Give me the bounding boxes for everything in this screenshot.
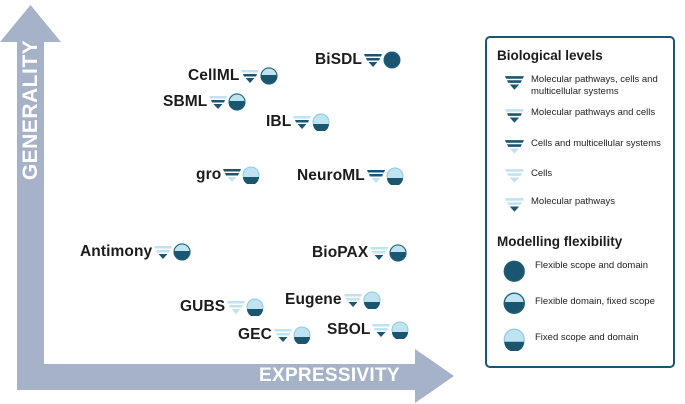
level-icon <box>505 140 524 154</box>
level-icon <box>227 301 246 314</box>
lang-name: SBOL <box>327 321 371 338</box>
lang-name: BiSDL <box>315 51 362 68</box>
flexibility-icon <box>293 326 311 344</box>
lang-eugene: Eugene <box>285 291 381 309</box>
lang-name: gro <box>196 166 222 183</box>
level-icon <box>223 169 242 182</box>
legend-level-label: Molecular pathways <box>531 196 615 207</box>
lang-name: Eugene <box>285 291 342 308</box>
lang-neuroml: NeuroML <box>297 167 404 185</box>
lang-sbml: SBML <box>163 93 246 111</box>
flexibility-icon <box>242 166 260 184</box>
flexibility-icon <box>173 243 191 261</box>
lang-name: SBML <box>163 93 208 110</box>
flexibility-icon <box>386 167 404 185</box>
flexibility-icon <box>312 113 330 131</box>
lang-name: Antimony <box>80 243 153 260</box>
legend-level-label: Cells and multicellular systems <box>531 138 661 149</box>
legend: Biological levels Molecular pathways, ce… <box>485 36 675 368</box>
lang-ibl: IBL <box>266 113 330 131</box>
lang-name: GUBS <box>180 298 226 315</box>
flexibility-icon <box>228 93 246 111</box>
legend-flex-label: Fixed scope and domain <box>535 332 639 343</box>
lang-name: NeuroML <box>297 167 365 184</box>
lang-antimony: Antimony <box>80 243 191 261</box>
level-icon <box>293 116 312 129</box>
level-icon <box>209 96 228 109</box>
legend-flex-label: Flexible scope and domain <box>535 260 649 271</box>
flexibility-icon <box>503 292 525 314</box>
level-icon <box>505 76 524 90</box>
flexibility-icon <box>389 244 407 262</box>
lang-gro: gro <box>196 166 260 184</box>
legend-flexibility-title: Modelling flexibility <box>497 234 623 249</box>
lang-sbol: SBOL <box>327 321 409 339</box>
flexibility-icon <box>503 260 525 282</box>
y-axis-label: GENERALITY <box>19 39 42 181</box>
x-axis-arrow <box>17 349 454 403</box>
lang-cellml: CellML <box>188 67 278 85</box>
lang-biopax: BioPAX <box>312 244 407 262</box>
level-icon <box>505 109 524 123</box>
lang-gec: GEC <box>238 326 311 344</box>
lang-bisdl: BiSDL <box>315 51 401 69</box>
flexibility-icon <box>260 67 278 85</box>
y-axis-arrow <box>0 5 61 390</box>
level-icon <box>370 247 389 260</box>
lang-name: CellML <box>188 67 240 84</box>
flexibility-icon <box>363 291 381 309</box>
flexibility-icon <box>246 298 264 316</box>
level-icon <box>505 169 524 183</box>
level-icon <box>372 324 391 337</box>
lang-name: BioPAX <box>312 244 369 261</box>
level-icon <box>241 70 260 83</box>
flexibility-icon <box>391 321 409 339</box>
lang-name: GEC <box>238 326 272 343</box>
lang-name: IBL <box>266 113 292 130</box>
flexibility-icon <box>503 328 525 352</box>
legend-flex-label: Flexible domain, fixed scope <box>535 296 655 307</box>
level-icon <box>505 198 524 212</box>
level-icon <box>366 170 385 183</box>
level-icon <box>364 54 382 67</box>
level-icon <box>343 294 362 307</box>
legend-level-label: Molecular pathways and cells <box>531 107 656 118</box>
x-axis-label: EXPRESSIVITY <box>259 365 400 386</box>
flexibility-icon <box>383 51 401 69</box>
level-icon <box>273 329 292 342</box>
legend-levels-title: Biological levels <box>497 48 603 63</box>
lang-gubs: GUBS <box>180 298 264 316</box>
legend-level-label: Cells <box>531 168 553 179</box>
level-icon <box>154 246 173 259</box>
legend-level-label: Molecular pathways, cells and multicellu… <box>531 74 658 97</box>
